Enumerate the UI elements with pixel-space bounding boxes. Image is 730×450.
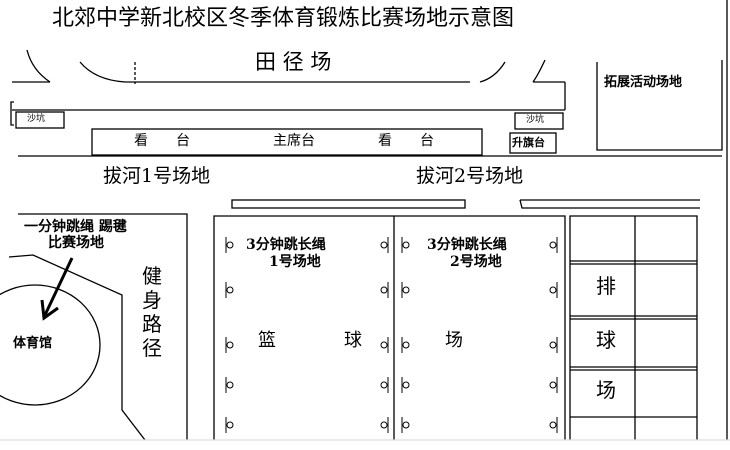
stand-right-label: 看 台: [378, 133, 434, 149]
gym-circle: [0, 284, 101, 406]
track-arc-left-inner: [79, 61, 126, 83]
stand-box: [91, 128, 483, 156]
hoop-icon: [380, 417, 389, 433]
basketball-label-1: 篮: [258, 330, 276, 351]
rope-skip-label-1: 一分钟跳绳 踢毽: [24, 219, 127, 235]
fitness-path-line: [8, 254, 146, 441]
basketball-label-2: 球: [344, 330, 362, 351]
arrow-shaft: [43, 257, 74, 316]
hoop-icon: [549, 282, 558, 298]
volleyball-label-2: 球: [596, 328, 616, 352]
hoop-icon: [380, 337, 389, 353]
hoop-icon: [401, 337, 410, 353]
long-rope-1-label-2: 1号场地: [269, 254, 321, 270]
long-rope-1-label-1: 3分钟跳长绳: [246, 237, 326, 253]
hoop-icon: [225, 237, 234, 253]
tug-of-war-2-label: 拔河2号场地: [416, 165, 524, 187]
long-rope-2-label-1: 3分钟跳长绳: [427, 237, 507, 253]
rope-skip-label-2: 比赛场地: [48, 235, 104, 251]
page-title: 北郊中学新北校区冬季体育锻炼比赛场地示意图: [52, 6, 515, 31]
hoop-icon: [225, 377, 234, 393]
basketball-label-3: 场: [445, 330, 463, 351]
hoop-icon: [549, 237, 558, 253]
hoop-icon: [549, 417, 558, 433]
volleyball-label-1: 排: [596, 274, 616, 298]
hoop-icon: [225, 417, 234, 433]
sand-pit-right-label: 沙坑: [526, 115, 545, 125]
sand-pit-right-box: [514, 112, 564, 130]
tug-bar-1: [231, 199, 466, 209]
sand-pit-left-label: 沙坑: [27, 114, 46, 124]
left-area-border: [18, 213, 188, 440]
basketball-court: [213, 215, 566, 440]
stand-left-label: 看 台: [134, 133, 190, 149]
tug-of-war-1-label: 拔河1号场地: [103, 165, 211, 187]
gym-label: 体育馆: [13, 336, 53, 351]
hoop-icon: [401, 282, 410, 298]
fitness-path-label: 健身路径: [142, 264, 162, 360]
track-left-bracket: [10, 101, 14, 126]
hoop-icon: [401, 237, 410, 253]
hoop-icon: [380, 377, 389, 393]
volleyball-label-3: 场: [596, 378, 616, 402]
hoop-icon: [401, 377, 410, 393]
volleyball-court: [569, 215, 698, 440]
sand-pit-left-box: [15, 111, 65, 129]
flag-platform-box: [509, 132, 557, 154]
expansion-area-box: [596, 60, 723, 151]
hoop-icon: [380, 282, 389, 298]
hoop-icon: [225, 282, 234, 298]
tug-bar-2: [519, 199, 700, 209]
track-arc-left-outer: [26, 49, 51, 83]
track-arc-right-outer: [532, 59, 546, 83]
flag-platform-label: 升旗台: [512, 136, 545, 149]
main-stand-label: 主席台: [273, 133, 315, 149]
hoop-icon: [401, 417, 410, 433]
hoop-icon: [549, 337, 558, 353]
track-field-label: 田 径 场: [255, 50, 332, 74]
track-arc-right-inner: [479, 61, 506, 83]
hoop-icon: [549, 377, 558, 393]
long-rope-2-label-2: 2号场地: [450, 254, 502, 270]
hoop-icon: [225, 337, 234, 353]
hoop-icon: [380, 237, 389, 253]
expansion-area-label: 拓展活动场地: [604, 75, 683, 90]
arrow-head-icon: [40, 299, 59, 321]
